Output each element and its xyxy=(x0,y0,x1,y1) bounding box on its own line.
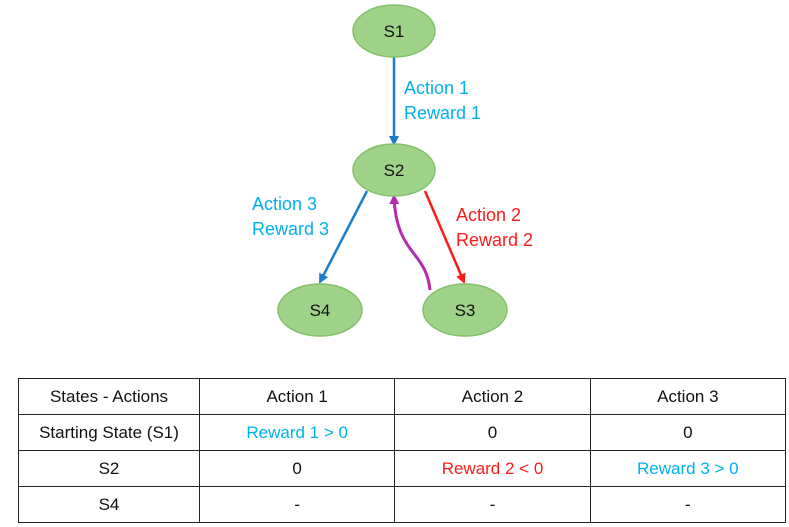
header-action-3: Action 3 xyxy=(589,378,787,415)
table-row: S2 0 Reward 2 < 0 Reward 3 > 0 xyxy=(18,450,787,487)
node-s4-label: S4 xyxy=(310,301,331,320)
row-state-label: Starting State (S1) xyxy=(18,414,200,451)
edge-s3-s2-return-arrow xyxy=(389,194,432,291)
node-s2-label: S2 xyxy=(384,161,405,180)
node-s3: S3 xyxy=(422,283,508,337)
node-s1-label: S1 xyxy=(384,22,405,41)
state-action-reward-table: States - Actions Action 1 Action 2 Actio… xyxy=(18,378,787,523)
edge-s2-s3-reward-label: Reward 2 xyxy=(456,230,533,250)
row-state-label: S2 xyxy=(18,450,200,487)
edge-s1-s2-reward-label: Reward 1 xyxy=(404,103,481,123)
edge-s2-s4-arrow xyxy=(318,190,369,284)
edge-s2-s3-arrow xyxy=(423,190,466,284)
header-action-2: Action 2 xyxy=(394,378,591,415)
header-states-actions: States - Actions xyxy=(18,378,200,415)
edge-s2-s4-action-label: Action 3 xyxy=(252,194,317,214)
reward-cell: Reward 2 < 0 xyxy=(394,450,591,487)
reward-cell: - xyxy=(394,486,591,523)
edge-s1-s2-action-label: Action 1 xyxy=(404,78,469,98)
edge-s2-s3-action-label: Action 2 xyxy=(456,205,521,225)
row-state-label: S4 xyxy=(18,486,200,523)
header-action-1: Action 1 xyxy=(198,378,396,415)
reward-cell: - xyxy=(198,486,396,523)
node-s1: S1 xyxy=(352,4,436,58)
reward-cell: 0 xyxy=(394,414,591,451)
edge-s2-s4-reward-label: Reward 3 xyxy=(252,219,329,239)
table-header-row: States - Actions Action 1 Action 2 Actio… xyxy=(18,378,787,415)
table-row: S4 - - - xyxy=(18,486,787,523)
state-transition-diagram: S1 S2 S3 S4 Action 1 Reward 1 Action 3 R… xyxy=(252,4,533,337)
reward-cell: Reward 1 > 0 xyxy=(198,414,396,451)
node-s3-label: S3 xyxy=(455,301,476,320)
reward-cell: - xyxy=(589,486,787,523)
node-s4: S4 xyxy=(277,283,363,337)
table-row: Starting State (S1) Reward 1 > 0 0 0 xyxy=(18,414,787,451)
reward-cell: 0 xyxy=(198,450,396,487)
reward-cell: Reward 3 > 0 xyxy=(589,450,787,487)
reward-cell: 0 xyxy=(589,414,787,451)
node-s2: S2 xyxy=(352,143,436,197)
